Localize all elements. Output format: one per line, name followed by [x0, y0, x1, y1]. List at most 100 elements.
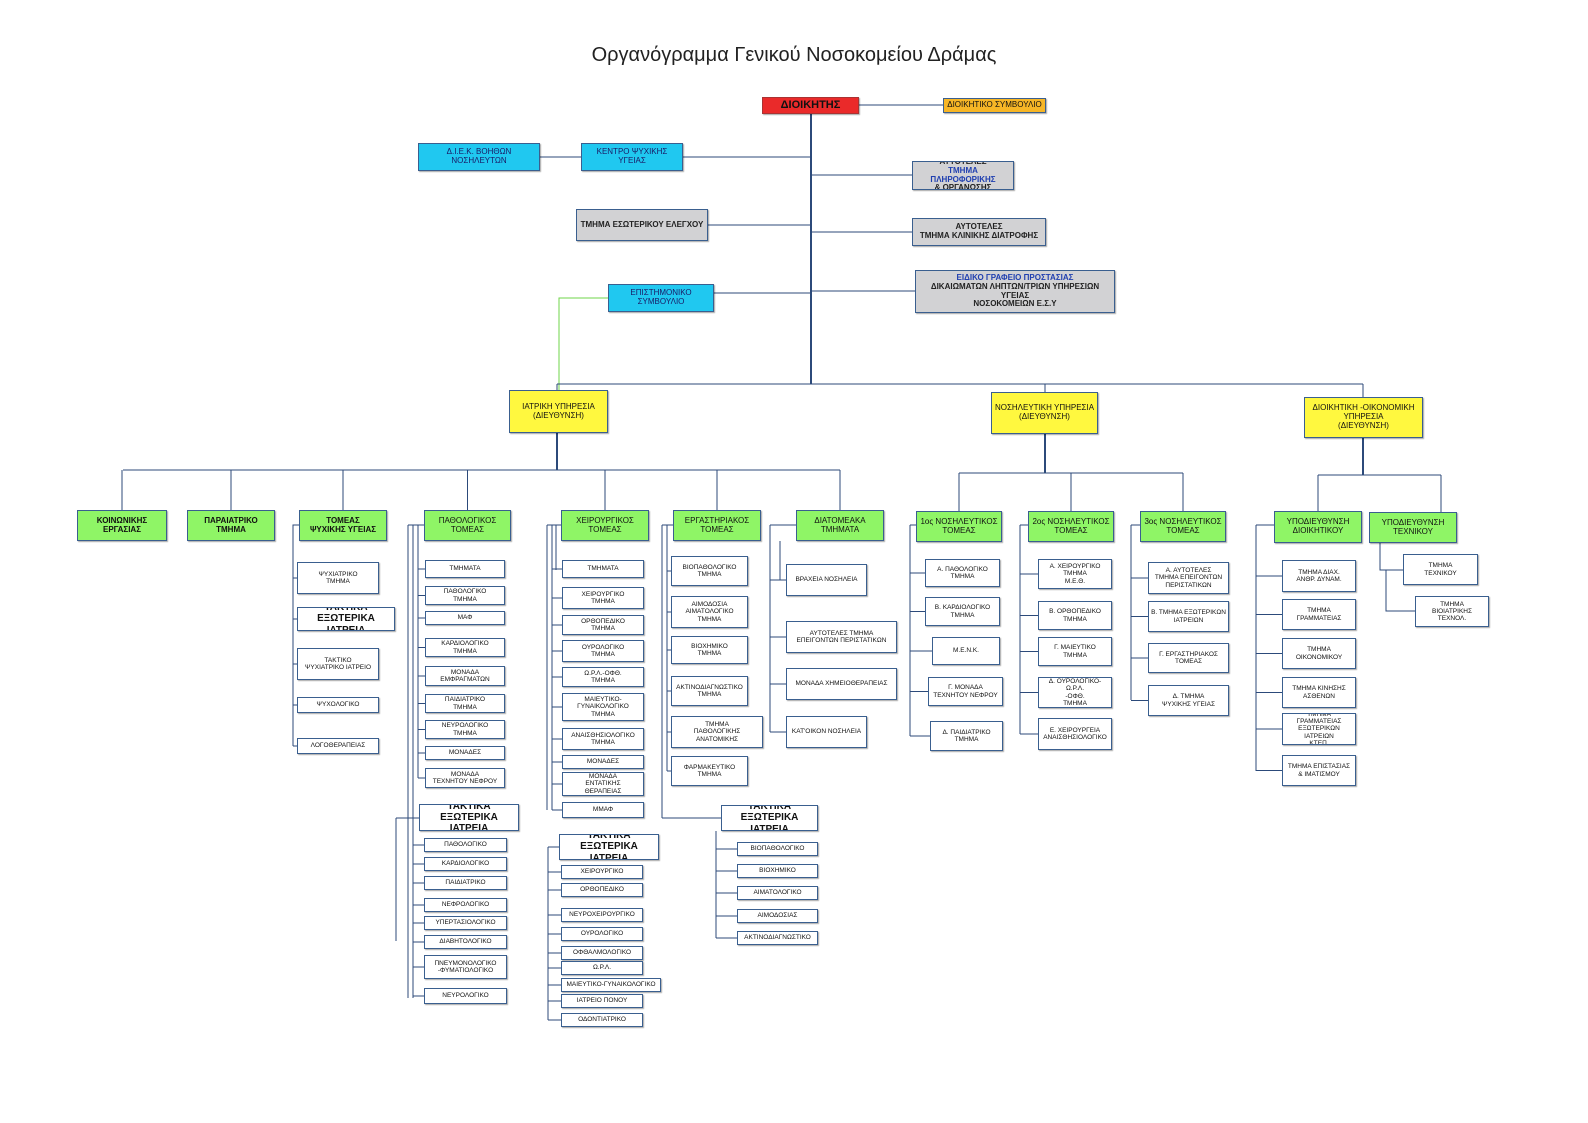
- clinics-header: ΤΑΚΤΙΚΑ ΕΞΩΤΕΡΙΚΑ ΙΑΤΡΕΙΑ: [559, 834, 659, 860]
- lab-clinic: ΑΙΜΟΔΟΣΙΑΣ: [737, 909, 818, 923]
- nutrition-box: ΑΥΤΟΤΕΛΕΣ ΤΜΗΜΑ ΚΛΙΝΙΚΗΣ ΔΙΑΤΡΟΦΗΣ: [912, 218, 1046, 246]
- surgical-item: ΟΡΘΟΠΕΔΙΚΟ ΤΜΗΜΑ: [562, 615, 644, 635]
- pathology-item: ΤΜΗΜΑΤΑ: [425, 560, 505, 578]
- sector-lab-box: ΕΡΓΑΣΤΗΡΙΑΚΟΣ ΤΟΜΕΑΣ: [673, 510, 761, 541]
- admin1-item: ΤΜΗΜΑ ΔΙΑΧ. ΑΝΘΡ. ΔΥΝΑΜ.: [1282, 560, 1356, 592]
- pathology-clinic: ΥΠΕΡΤΑΣΙΟΛΟΓΙΚΟ: [424, 916, 507, 930]
- pathology-clinic: ΠΑΙΔΙΑΤΡΙΚΟ: [424, 876, 507, 890]
- mental-item: ΨΥΧΟΛΟΓΙΚΟ: [297, 697, 379, 713]
- iek-box: Δ.Ι.Ε.Κ. ΒΟΗΘΩΝ ΝΟΣΗΛΕΥΤΩΝ: [418, 143, 540, 171]
- lab-clinic: ΒΙΟΠΑΘΟΛΟΓΙΚΟ: [737, 842, 818, 856]
- nursing1-item: Γ. ΜΟΝΑΔΑ ΤΕΧΝΗΤΟΥ ΝΕΦΡΟΥ: [928, 677, 1003, 706]
- nursing1-item: Μ.Ε.Ν.Κ.: [932, 637, 1000, 665]
- clinics-header: ΤΑΚΤΙΚΑ ΕΞΩΤΕΡΙΚΑ ΙΑΤΡΕΙΑ: [721, 805, 818, 831]
- sector-social-box: ΚΟΙΝΩΝΙΚΗΣ ΕΡΓΑΣΙΑΣ: [77, 510, 167, 541]
- mental-center-box: ΚΕΝΤΡΟ ΨΥΧΙΚΗΣ ΥΓΕΙΑΣ: [581, 143, 683, 171]
- informatics-line: ΑΥΤΟΤΕΛΕΣ: [939, 161, 987, 166]
- nursing2-item: Δ. ΟΥΡΟΛΟΓΙΚΟ-Ω.Ρ.Λ. -ΟΦΘ. ΤΜΗΜΑ: [1038, 677, 1112, 708]
- internal-audit-box: ΤΜΗΜΑ ΕΣΩΤΕΡΙΚΟΥ ΕΛΕΓΧΟΥ: [576, 209, 708, 241]
- medical-service-box: ΙΑΤΡΙΚΗ ΥΠΗΡΕΣΙΑ (ΔΙΕΥΘΥΝΣΗ): [509, 390, 608, 433]
- surgical-item: Ω.Ρ.Λ.-ΟΦΘ. ΤΜΗΜΑ: [562, 667, 644, 687]
- mental-item: ΤΑΚΤΙΚΟ ΨΥΧΙΑΤΡΙΚΟ ΙΑΤΡΕΙΟ: [297, 648, 379, 680]
- surgical-clinic: ΧΕΙΡΟΥΡΓΙΚΟ: [561, 865, 643, 879]
- surgical-clinic: ΜΑΙΕΥΤΙΚΟ-ΓΥΝΑΙΚΟΛΟΓΙΚΟ: [561, 978, 661, 992]
- admin2-item: ΤΜΗΜΑ ΒΙΟΙΑΤΡΙΚΗΣ ΤΕΧΝΟΛ.: [1415, 596, 1489, 627]
- scientific-council-box: ΕΠΙΣΤΗΜΟΝΙΚΟ ΣΥΜΒΟΥΛΙΟ: [608, 284, 714, 312]
- lab-item: ΑΙΜΟΔΟΣΙΑ ΑΙΜΑΤΟΛΟΓΙΚΟ ΤΜΗΜΑ: [671, 596, 748, 628]
- clinics-header: ΤΑΚΤΙΚΑ ΕΞΩΤΕΡΙΚΑ ΙΑΤΡΕΙΑ: [297, 607, 395, 631]
- nursing3-item: Β. ΤΜΗΜΑ ΕΞΩΤΕΡΙΚΩΝ ΙΑΤΡΕΙΩΝ: [1148, 601, 1229, 632]
- surgical-item: ΧΕΙΡΟΥΡΓΙΚΟ ΤΜΗΜΑ: [562, 587, 644, 609]
- pathology-item: ΠΑΙΔΙΑΤΡΙΚΟ ΤΜΗΜΑ: [425, 694, 505, 713]
- surgical-item: ΜΑΙΕΥΤΙΚΟ- ΓΥΝΑΙΚΟΛΟΓΙΚΟ ΤΜΗΜΑ: [562, 693, 644, 721]
- nursing-sector-box: 3ος ΝΟΣΗΛΕΥΤΙΚΟΣ ΤΟΜΕΑΣ: [1140, 511, 1226, 542]
- interdept-item: ΑΥΤΟΤΕΛΕΣ ΤΜΗΜΑ ΕΠΕΙΓΟΝΤΩΝ ΠΕΡΙΣΤΑΤΙΚΩΝ: [786, 621, 897, 653]
- informatics-line: & ΟΡΓΑΝΩΣΗΣ: [934, 183, 992, 190]
- sector-paediatric-box: ΠΑΡΑΙΑΤΡΙΚΟ ΤΜΗΜΑ: [187, 510, 275, 541]
- lab-clinic: ΑΙΜΑΤΟΛΟΓΙΚΟ: [737, 886, 818, 900]
- nursing1-item: Δ. ΠΑΙΔΙΑΤΡΙΚΟ ΤΜΗΜΑ: [930, 721, 1003, 751]
- admin-service-box: ΔΙΟΙΚΗΤΙΚΗ -ΟΙΚΟΝΟΜΙΚΗ ΥΠΗΡΕΣΙΑ (ΔΙΕΥΘΥΝ…: [1304, 397, 1423, 438]
- surgical-clinic: ΟΦΘΑΛΜΟΛΟΓΙΚΟ: [561, 946, 643, 960]
- admin1-item: ΤΜΗΜΑ ΓΡΑΜΜΑΤΕΙΑΣ ΕΞΩΤΕΡΙΚΩΝ ΙΑΤΡΕΙΩΝ ΚΤ…: [1282, 713, 1356, 745]
- admin1-item: ΤΜΗΜΑ ΕΠΙΣΤΑΣΙΑΣ & ΙΜΑΤΙΣΜΟΥ: [1282, 755, 1356, 786]
- pathology-clinic: ΝΕΥΡΟΛΟΓΙΚΟ: [424, 988, 507, 1004]
- sector-surgical-box: ΧΕΙΡΟΥΡΓΙΚΟΣ ΤΟΜΕΑΣ: [561, 510, 649, 541]
- lab-item: ΒΙΟΧΗΜΙΚΟ ΤΜΗΜΑ: [671, 636, 748, 664]
- pathology-clinic: ΝΕΦΡΟΛΟΓΙΚΟ: [424, 898, 507, 912]
- sector-mental-box: ΤΟΜΕΑΣ ΨΥΧΙΚΗΣ ΥΓΕΙΑΣ: [299, 510, 387, 541]
- board-box: ΔΙΟΙΚΗΤΙΚΟ ΣΥΜΒΟΥΛΙΟ: [943, 98, 1046, 113]
- nursing3-item: Α. ΑΥΤΟΤΕΛΕΣ ΤΜΗΜΑ ΕΠΕΙΓΟΝΤΩΝ ΠΕΡΙΣΤΑΤΙΚ…: [1148, 562, 1229, 594]
- page-title: Οργανόγραμμα Γενικού Νοσοκομείου Δράμας: [591, 44, 997, 66]
- surgical-item: ΑΝΑΙΣΘΗΣΙΟΛΟΓΙΚΟ ΤΜΗΜΑ: [562, 728, 644, 750]
- surgical-clinic: ΟΔΟΝΤΙΑΤΡΙΚΟ: [561, 1013, 643, 1027]
- nursing2-item: Α. ΧΕΙΡΟΥΡΓΙΚΟ ΤΜΗΜΑ Μ.Ε.Θ.: [1038, 559, 1112, 589]
- director-box: ΔΙΟΙΚΗΤΗΣ: [762, 97, 859, 114]
- pathology-item: ΝΕΥΡΟΛΟΓΙΚΟ ΤΜΗΜΑ: [425, 720, 505, 739]
- surgical-item: ΜΟΝΑΔΑ ΕΝΤΑΤΙΚΗΣ ΘΕΡΑΠΕΙΑΣ: [562, 772, 644, 796]
- rights-office-line: ΕΙΔΙΚΟ ΓΡΑΦΕΙΟ ΠΡΟΣΤΑΣΙΑΣ: [956, 272, 1074, 282]
- admin1-item: ΤΜΗΜΑ ΓΡΑΜΜΑΤΕΙΑΣ: [1282, 599, 1356, 630]
- surgical-clinic: ΙΑΤΡΕΙΟ ΠΟΝΟΥ: [561, 994, 643, 1008]
- nursing1-item: Β. ΚΑΡΔΙΟΛΟΓΙΚΟ ΤΜΗΜΑ: [925, 597, 1000, 626]
- interdept-item: ΚΑΤ'ΟΙΚΟΝ ΝΟΣΗΛΕΙΑ: [786, 716, 867, 748]
- nursing-sector-box: 1ος ΝΟΣΗΛΕΥΤΙΚΟΣ ΤΟΜΕΑΣ: [916, 511, 1002, 542]
- admin1-item: ΤΜΗΜΑ ΟΙΚΟΝΟΜΙΚΟΥ: [1282, 638, 1356, 669]
- surgical-item: ΜΜΑΦ: [562, 802, 644, 818]
- nursing-sector-box: 2ος ΝΟΣΗΛΕΥΤΙΚΟΣ ΤΟΜΕΑΣ: [1028, 511, 1114, 542]
- pathology-clinic: ΠΝΕΥΜΟΝΟΛΟΓΙΚΟ -ΦΥΜΑΤΙΟΛΟΓΙΚΟ: [424, 955, 507, 979]
- nursing2-item: Γ. ΜΑΙΕΥΤΙΚΟ ΤΜΗΜΑ: [1038, 637, 1112, 666]
- interdept-item: ΒΡΑΧΕΙΑ ΝΟΣΗΛΕΙΑ: [786, 564, 867, 596]
- lab-item: ΒΙΟΠΑΘΟΛΟΓΙΚΟ ΤΜΗΜΑ: [671, 556, 748, 586]
- nursing3-item: Δ. ΤΜΗΜΑ ΨΥΧΙΚΗΣ ΥΓΕΙΑΣ: [1148, 685, 1229, 716]
- nursing3-item: Γ. ΕΡΓΑΣΤΗΡΙΑΚΟΣ ΤΟΜΕΑΣ: [1148, 643, 1229, 673]
- pathology-item: ΚΑΡΔΙΟΛΟΓΙΚΟ ΤΜΗΜΑ: [425, 638, 505, 657]
- surgical-clinic: ΟΡΘΟΠΕΔΙΚΟ: [561, 883, 643, 897]
- surgical-item: ΜΟΝΑΔΕΣ: [562, 755, 644, 769]
- pathology-item: ΜΟΝΑΔΕΣ: [425, 746, 505, 760]
- interdept-item: ΜΟΝΑΔΑ ΧΗΜΕΙΟΘΕΡΑΠΕΙΑΣ: [786, 668, 897, 700]
- pathology-item: ΠΑΘΟΛΟΓΙΚΟ ΤΜΗΜΑ: [425, 586, 505, 605]
- informatics-line: ΤΜΗΜΑ ΠΛΗΡΟΦΟΡΙΚΗΣ: [930, 165, 996, 184]
- surgical-item: ΟΥΡΟΛΟΓΙΚΟ ΤΜΗΜΑ: [562, 640, 644, 662]
- pathology-clinic: ΠΑΘΟΛΟΓΙΚΟ: [424, 838, 507, 852]
- connector-line: [292, 524, 299, 541]
- connector-line: [1385, 570, 1415, 612]
- mental-item: ΨΥΧΙΑΤΡΙΚΟ ΤΜΗΜΑ: [297, 562, 379, 594]
- lab-item: ΑΚΤΙΝΟΔΙΑΓΝΩΣΤΙΚΟ ΤΜΗΜΑ: [671, 676, 748, 706]
- lab-clinic: ΑΚΤΙΝΟΔΙΑΓΝΩΣΤΙΚΟ: [737, 931, 818, 945]
- lab-item: ΦΑΡΜΑΚΕΥΤΙΚΟ ΤΜΗΜΑ: [671, 756, 748, 786]
- pathology-clinic: ΚΑΡΔΙΟΛΟΓΙΚΟ: [424, 857, 507, 871]
- mental-item: ΛΟΓΟΘΕΡΑΠΕΙΑΣ: [297, 738, 379, 754]
- surgical-clinic: ΟΥΡΟΛΟΓΙΚΟ: [561, 927, 643, 941]
- nursing-service-box: ΝΟΣΗΛΕΥΤΙΚΗ ΥΠΗΡΕΣΙΑ (ΔΙΕΥΘΥΝΣΗ): [991, 392, 1098, 434]
- lab-clinic: ΒΙΟΧΗΜΙΚΟ: [737, 864, 818, 878]
- nursing2-item: Ε. ΧΕΙΡΟΥΡΓΕΙΑ ΑΝΑΙΣΘΗΣΙΟΛΟΓΙΚΟ: [1038, 718, 1112, 750]
- pathology-item: ΜΟΝΑΔΑ ΕΜΦΡΑΓΜΑΤΩΝ: [425, 666, 505, 686]
- admin2-item: ΤΜΗΜΑ ΤΕΧΝΙΚΟΥ: [1403, 554, 1478, 585]
- pathology-clinic: ΔΙΑΒΗΤΟΛΟΓΙΚΟ: [424, 935, 507, 949]
